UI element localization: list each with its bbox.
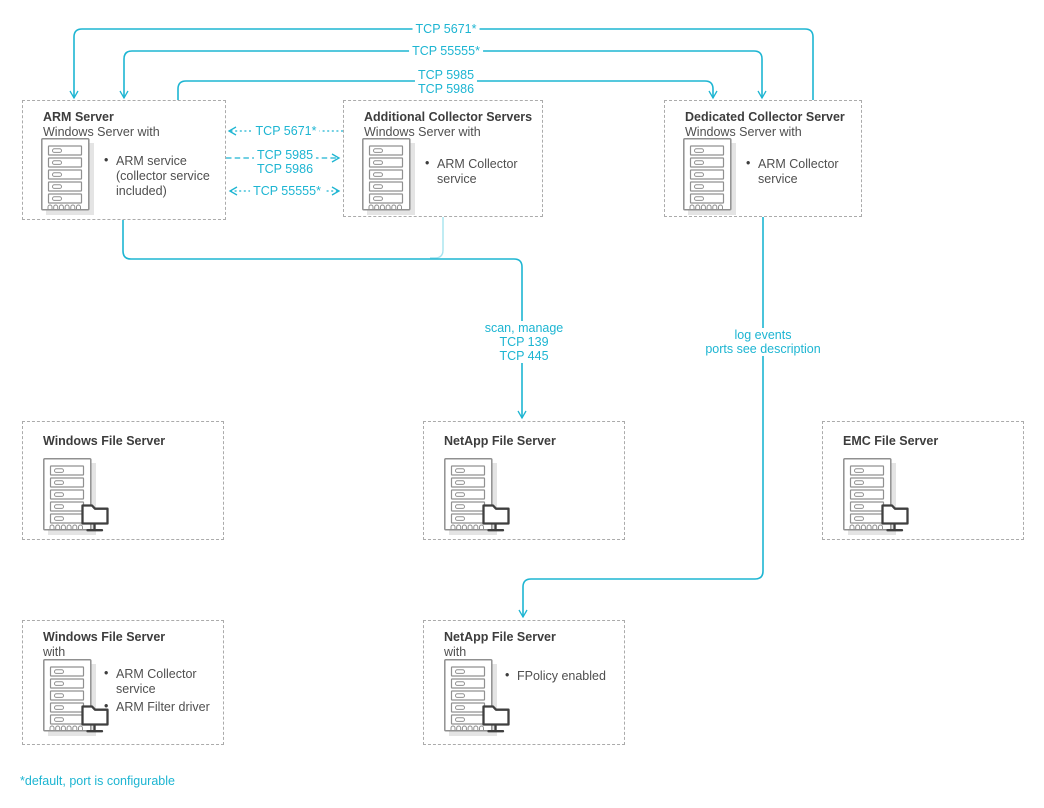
server-icon — [41, 138, 95, 216]
label-log-events: log events ports see description — [702, 328, 824, 356]
footnote: *default, port is configurable — [20, 774, 175, 788]
label-tcp55555-mid: TCP 55555* — [250, 184, 324, 198]
bullet-item: ARM Collector service — [424, 156, 538, 187]
node-title: EMC File Server — [843, 434, 939, 448]
node-title: NetApp File Server — [444, 630, 556, 644]
label-tcp5671-mid: TCP 5671* — [252, 124, 320, 138]
label-tcp5671-top: TCP 5671* — [412, 22, 480, 36]
connector-scan-manage — [122, 220, 527, 420]
bullet-item: ARM service (collector service included) — [103, 153, 217, 199]
node-arm-server: ARM Server Windows Server with ARM servi… — [22, 100, 226, 220]
bullet-list: ARM service (collector service included) — [103, 153, 217, 202]
bullet-item: ARM Collector service — [745, 156, 859, 187]
node-title: Dedicated Collector Server — [685, 110, 845, 124]
label-line: TCP 5985 — [417, 68, 475, 82]
node-title: ARM Server — [43, 110, 114, 124]
bullet-item: ARM Collector service — [103, 666, 217, 697]
label-line: TCP 5985 — [256, 148, 314, 162]
bullet-list: ARM Collector service — [424, 156, 538, 190]
node-title: NetApp File Server — [444, 434, 556, 448]
label-line: TCP 139 — [499, 335, 549, 349]
node-netapp-file-server-fpolicy: NetApp File Server with FPolicy enabled — [423, 620, 625, 745]
server-icon — [683, 138, 737, 216]
connector-log-events — [518, 217, 764, 619]
bullet-item: FPolicy enabled — [504, 668, 618, 684]
node-subtitle: with — [444, 645, 467, 659]
label-tcp5985-5986-top: TCP 5985 TCP 5986 — [414, 68, 478, 96]
server-icon — [362, 138, 416, 216]
label-line: ports see description — [705, 342, 821, 356]
label-line: scan, manage — [484, 321, 564, 335]
node-emc-file-server: EMC File Server — [822, 421, 1024, 540]
file-server-icon — [43, 458, 109, 536]
node-dedicated-collector-server: Dedicated Collector Server Windows Serve… — [664, 100, 862, 217]
node-title: Windows File Server — [43, 434, 166, 448]
label-line: log events — [734, 328, 792, 342]
node-subtitle: with — [43, 645, 66, 659]
node-windows-file-server-collector: Windows File Server with ARM Collector s… — [22, 620, 224, 745]
file-server-icon — [843, 458, 909, 536]
label-tcp55555-top: TCP 55555* — [409, 44, 483, 58]
label-tcp5985-5986-mid: TCP 5985 TCP 5986 — [253, 148, 317, 176]
label-scan-manage: scan, manage TCP 139 TCP 445 — [481, 321, 567, 363]
label-line: TCP 5986 — [417, 82, 475, 96]
node-additional-collector-servers: Additional Collector Servers Windows Ser… — [343, 100, 543, 217]
label-line: TCP 5986 — [256, 162, 314, 176]
file-server-icon — [444, 458, 510, 536]
node-title: Additional Collector Servers — [364, 110, 533, 124]
node-netapp-file-server: NetApp File Server — [423, 421, 625, 540]
bullet-list: ARM Collector service — [745, 156, 859, 190]
node-subtitle: Windows Server with — [364, 125, 481, 139]
node-subtitle: Windows Server with — [43, 125, 160, 139]
bullet-list: FPolicy enabled — [504, 668, 618, 687]
bullet-list: ARM Collector service ARM Filter driver — [103, 666, 217, 718]
bullet-item: ARM Filter driver — [103, 699, 217, 715]
node-title: Windows File Server — [43, 630, 166, 644]
label-line: TCP 445 — [499, 349, 549, 363]
node-windows-file-server: Windows File Server — [22, 421, 224, 540]
node-subtitle: Windows Server with — [685, 125, 802, 139]
connector-additional-branch — [430, 217, 444, 259]
